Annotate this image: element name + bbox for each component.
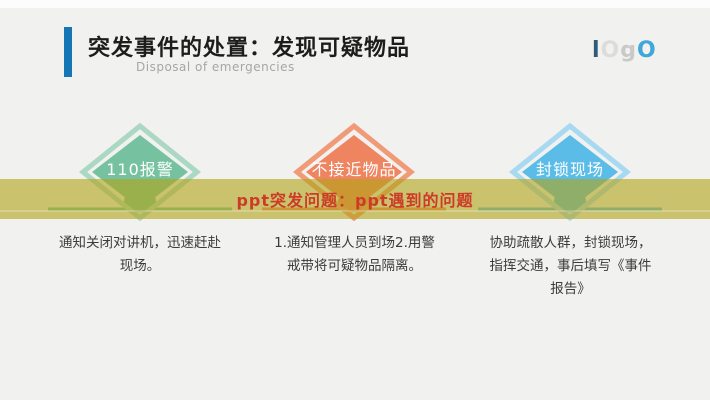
title-accent-bar bbox=[64, 27, 72, 77]
step-label-lockdown: 封锁现场 bbox=[535, 160, 604, 179]
page-title: 突发事件的处置：发现可疑物品 bbox=[88, 36, 411, 61]
logo: lOgO bbox=[592, 38, 657, 63]
step-label-keep-away: 不接近物品 bbox=[311, 160, 397, 179]
description-line: 报告》 bbox=[550, 281, 591, 297]
description-line: 现场。 bbox=[119, 258, 161, 274]
top-strip bbox=[0, 0, 710, 8]
logo-letter: O bbox=[600, 38, 621, 63]
step-description-lockdown: 协助疏散人群，封锁现场， 指挥交通，事后填写《事件 报告》 bbox=[458, 232, 683, 301]
description-line: 通知关闭对讲机，迅速赶赴 bbox=[59, 235, 221, 251]
description-line: 1.通知管理人员到场2.用警 bbox=[274, 235, 435, 251]
description-line: 戒带将可疑物品隔离。 bbox=[287, 258, 422, 274]
logo-letter: O bbox=[637, 38, 657, 63]
page-subtitle: Disposal of emergencies bbox=[136, 60, 295, 74]
description-line: 指挥交通，事后填写《事件 bbox=[489, 258, 652, 274]
description-line: 协助疏散人群，封锁现场， bbox=[489, 235, 652, 251]
banner-underline bbox=[0, 210, 710, 212]
logo-letter: l bbox=[592, 38, 601, 63]
watermark-banner: ppt突发问题：ppt遇到的问题 bbox=[0, 179, 710, 219]
step-description-keep-away: 1.通知管理人员到场2.用警 戒带将可疑物品隔离。 bbox=[252, 232, 457, 278]
logo-letter: g bbox=[620, 38, 637, 63]
step-description-110: 通知关闭对讲机，迅速赶赴 现场。 bbox=[30, 232, 250, 278]
step-label-110: 110报警 bbox=[106, 160, 174, 179]
watermark-banner-text: ppt突发问题：ppt遇到的问题 bbox=[236, 191, 474, 210]
